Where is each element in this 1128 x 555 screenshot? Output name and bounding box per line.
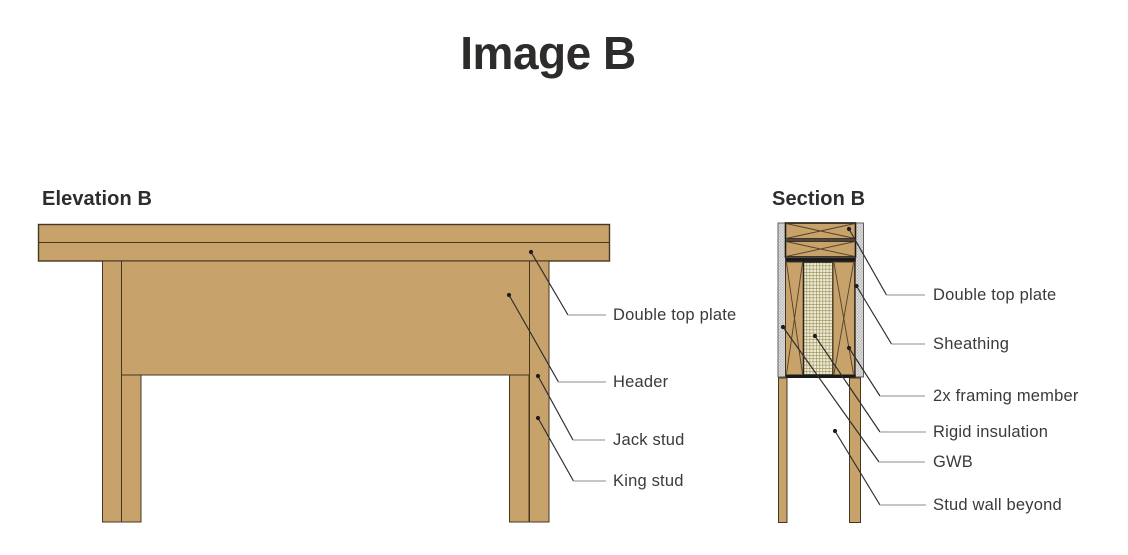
label-elevation-header: Header [613, 373, 669, 391]
leader-line [508, 294, 560, 383]
elevation-drawing [37, 223, 611, 523]
leader-lines [506, 226, 926, 506]
elevation-header [121, 260, 530, 376]
leader-dot [535, 415, 541, 421]
leader-dot [812, 333, 818, 339]
section-drawing [777, 222, 864, 523]
leader-line [848, 228, 888, 296]
section-rigid-insulation [802, 261, 834, 376]
leader-line [537, 417, 575, 482]
leader-dot [780, 324, 786, 330]
section-stud-below-right [849, 377, 861, 523]
elevation-king-stud-right [529, 260, 550, 523]
label-section-2x-framing-member: 2x framing member [933, 387, 1079, 405]
leader-line [834, 430, 881, 506]
section-header-bottom-member [785, 374, 856, 378]
section-gwb-strip [777, 222, 786, 378]
leader-line [530, 251, 569, 316]
section-header-top-member [785, 258, 856, 262]
section-stud-below-left [778, 377, 788, 523]
grain-line [785, 223, 856, 239]
leader-line [848, 347, 881, 397]
leader-dot [854, 283, 859, 289]
label-elevation-king-stud: King stud [613, 472, 684, 490]
section-heading: Section B [772, 188, 866, 210]
label-section-sheathing: Sheathing [933, 335, 1010, 353]
leader-dot [832, 428, 838, 434]
label-section-rigid-insulation: Rigid insulation [933, 423, 1049, 441]
elevation-king-stud-left [102, 260, 122, 523]
leader-dot [535, 373, 541, 379]
elevation-heading: Elevation B [42, 188, 153, 210]
leader-dot [846, 226, 852, 232]
leader-line [537, 375, 574, 441]
label-elevation-double-top-plate: Double top plate [613, 306, 737, 324]
label-section-double-top-plate: Double top plate [933, 286, 1057, 304]
grain-line [786, 262, 803, 375]
elevation-jack-stud-right [509, 374, 530, 523]
leader-line [814, 335, 881, 433]
leader-line [782, 326, 880, 463]
elevation-jack-stud-left [121, 374, 142, 523]
section-sheathing-strip [855, 222, 864, 378]
grain-line [785, 241, 856, 257]
leader-dot [528, 249, 534, 255]
leader-line [855, 285, 893, 345]
label-elevation-jack-stud: Jack stud [613, 431, 685, 449]
label-section-gwb: GWB [933, 453, 974, 471]
leader-dot [846, 345, 852, 351]
page-title: Image B [460, 27, 636, 79]
grain-line [833, 262, 854, 375]
leader-dot [506, 292, 512, 298]
label-section-stud-wall-beyond: Stud wall beyond [933, 496, 1062, 514]
